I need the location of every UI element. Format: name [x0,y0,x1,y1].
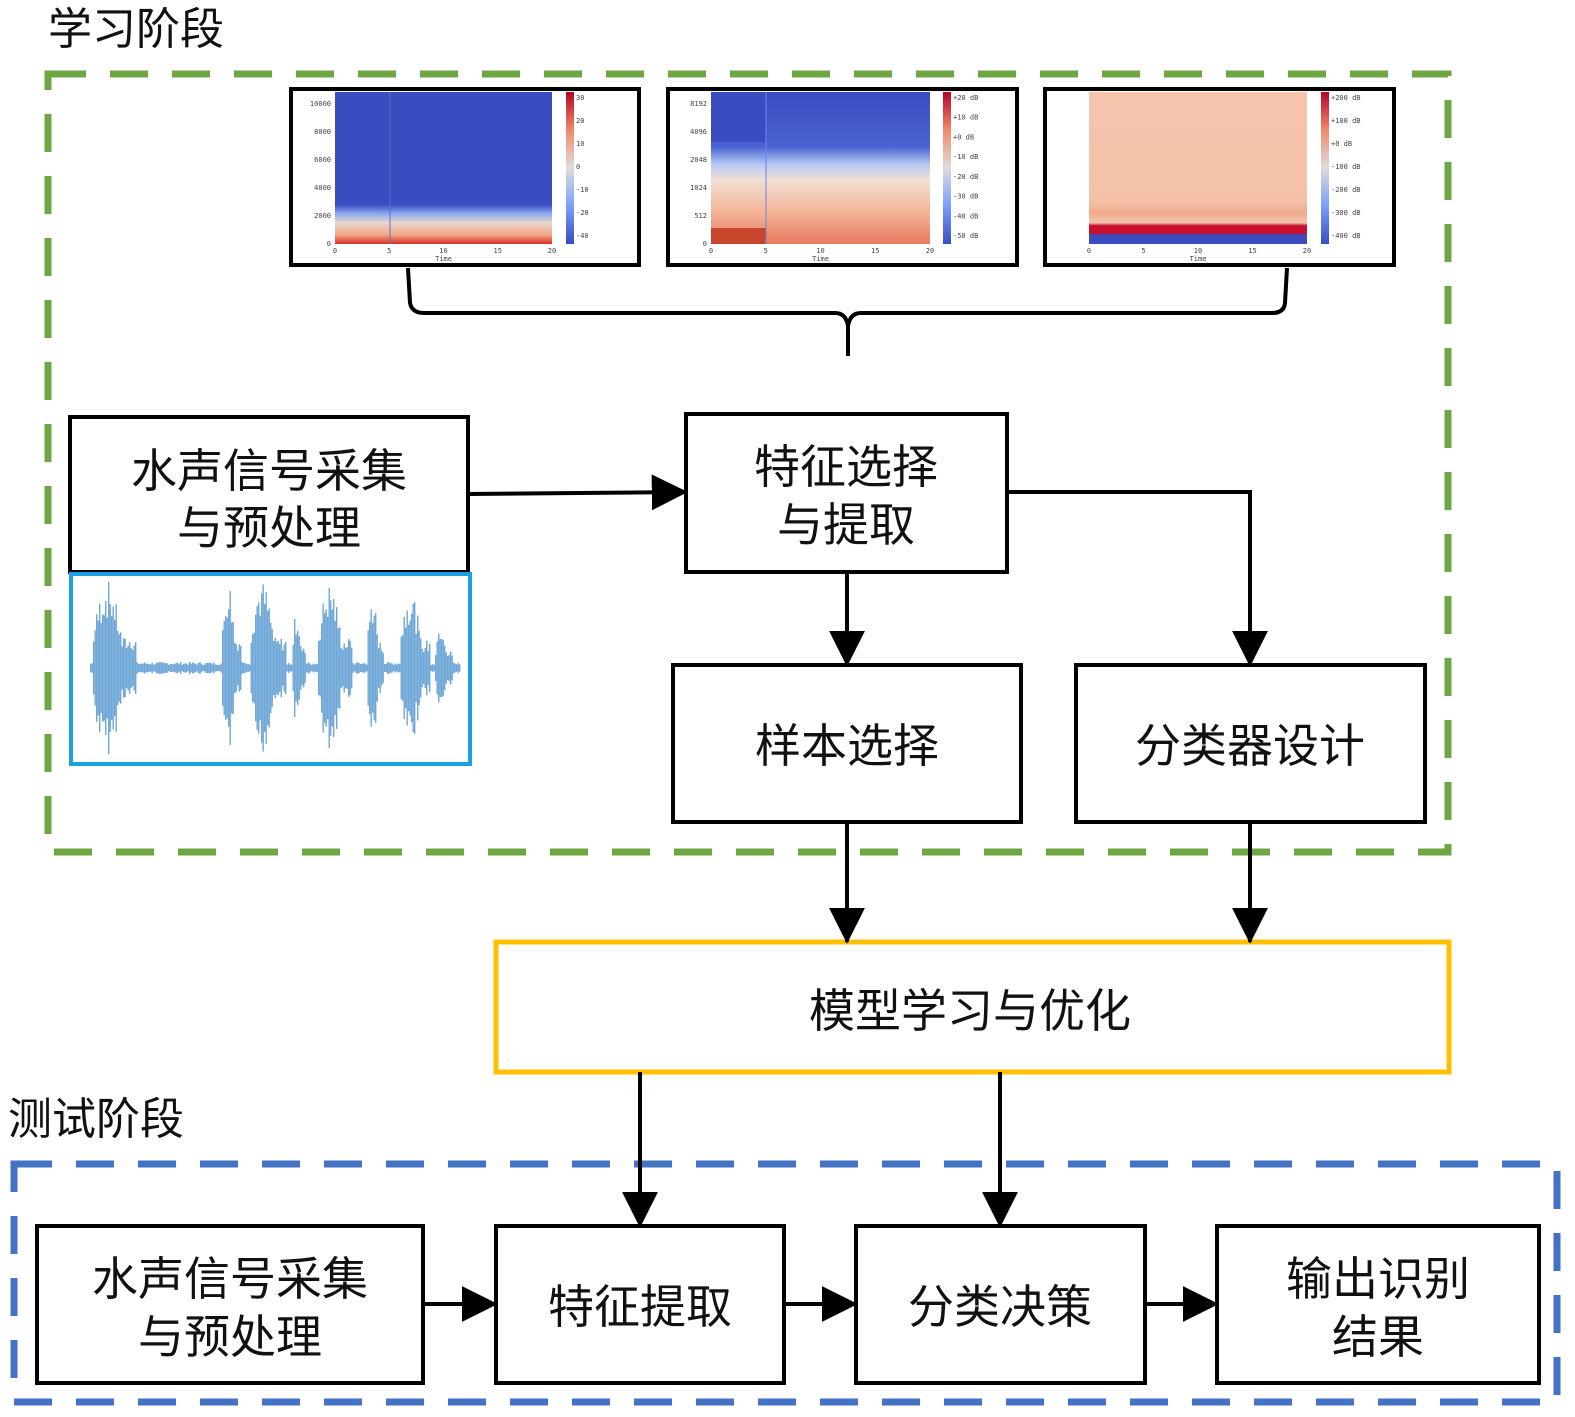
learning-stage-region [44,70,1452,856]
sample-selection-label: 样本选择 [755,719,939,773]
spectrogram-x-tick: 20 [548,247,556,255]
spectrogram-x-tick: 10 [1194,247,1202,255]
arrows [423,474,1268,1322]
spectrogram-y-tick: 8192 [690,100,707,108]
spectrogram-y-tick: 4096 [690,128,707,136]
feat-line1: 特征选择 [754,440,938,494]
spectrogram-x-tick: 0 [1087,247,1091,255]
colorbar-tick: -400 dB [1331,232,1361,240]
spectrogram-y-tick: 2048 [690,156,707,164]
classifier-design-box: 分类器设计 [1074,663,1427,824]
spectrogram-x-tick: 0 [709,247,713,255]
spectrogram-x-tick: 0 [333,247,337,255]
colorbar-tick: 30 [576,94,584,102]
grouping-brace [406,267,1289,356]
test-decision-label: 分类决策 [908,1280,1092,1334]
feat-line2: 与提取 [777,498,915,552]
colorbar-tick: -50 dB [953,232,978,240]
spectrogram-y-tick: 512 [694,212,707,220]
feature-selection-box: 特征选择 与提取 [684,412,1009,574]
spectrogram-x-tick: 5 [387,247,391,255]
colorbar-tick: -10 dB [953,153,978,161]
colorbar-tick: -20 [576,209,589,217]
spectrogram-y-tick: 0 [703,240,707,248]
colorbar-tick: -300 dB [1331,209,1361,217]
colorbar-tick: -40 [576,232,589,240]
spectrogram-x-label: Time [435,255,452,263]
colorbar-tick: +200 dB [1331,94,1361,102]
model-learning-label: 模型学习与优化 [809,984,1131,1038]
test-output-box: 输出识别 结果 [1215,1224,1541,1385]
learn-acquisition-box: 水声信号采集 与预处理 [68,415,470,574]
test-stage-label: 测试阶段 [8,1094,184,1145]
colorbar-tick: +100 dB [1331,117,1361,125]
learn-acq-line1: 水声信号采集 [131,444,407,498]
colorbar-tick: -10 [576,186,589,194]
colorbar-tick: +10 dB [953,114,978,122]
spectrogram-y-tick: 4000 [314,184,331,192]
colorbar-tick: -100 dB [1331,163,1361,171]
colorbar-tick: -30 dB [953,193,978,201]
classifier-design-label: 分类器设计 [1135,719,1365,773]
spectrogram-x-tick: 15 [871,247,879,255]
colorbar-tick: 10 [576,140,584,148]
learning-stage-label: 学习阶段 [48,4,224,55]
colorbar-tick: -200 dB [1331,186,1361,194]
spectrogram-x-tick: 20 [1303,247,1311,255]
spectrogram-x-label: Time [1190,255,1207,263]
arrow-acq-to-feat [467,474,688,511]
test-feature-box: 特征提取 [494,1224,786,1385]
arrow-feat-to-classifier [1007,490,1268,667]
spectrogram-x-tick: 20 [926,247,934,255]
colorbar-tick: +20 dB [953,94,978,102]
test-output-line2: 结果 [1332,1310,1424,1364]
learn-acq-line2: 与预处理 [177,501,361,555]
sample-selection-box: 样本选择 [671,663,1023,824]
spectrogram-y-tick: 2000 [314,212,331,220]
test-acq-line1: 水声信号采集 [92,1252,368,1306]
waveform-plot [69,572,472,766]
spectrogram-y-tick: 6000 [314,156,331,164]
model-learning-box: 模型学习与优化 [493,939,1452,1075]
colorbar-tick: +0 dB [1331,140,1352,148]
test-stage-region [10,1160,1561,1406]
spectrogram-x-tick: 10 [816,247,824,255]
spectrogram-x-tick: 5 [764,247,768,255]
test-acq-line2: 与预处理 [138,1310,322,1364]
spectrogram-y-tick: 10000 [310,100,331,108]
colorbar-tick: 0 [576,163,580,171]
spectrogram-x-tick: 15 [494,247,502,255]
spectrogram-x-label: Time [812,255,829,263]
spectrogram-x-tick: 10 [439,247,447,255]
test-acquisition-box: 水声信号采集 与预处理 [35,1224,425,1385]
colorbar-tick: -20 dB [953,173,978,181]
test-feature-label: 特征提取 [548,1280,732,1334]
spectrogram-x-tick: 15 [1248,247,1256,255]
spectrogram-y-tick: 8000 [314,128,331,136]
test-decision-box: 分类决策 [854,1224,1147,1385]
colorbar-tick: +0 dB [953,133,974,141]
test-output-line1: 输出识别 [1286,1252,1470,1306]
spectrogram-x-tick: 5 [1141,247,1145,255]
spectrogram-y-tick: 0 [327,240,331,248]
spectrogram-y-tick: 1024 [690,184,707,192]
colorbar-tick: -40 dB [953,212,978,220]
colorbar-tick: 20 [576,117,584,125]
